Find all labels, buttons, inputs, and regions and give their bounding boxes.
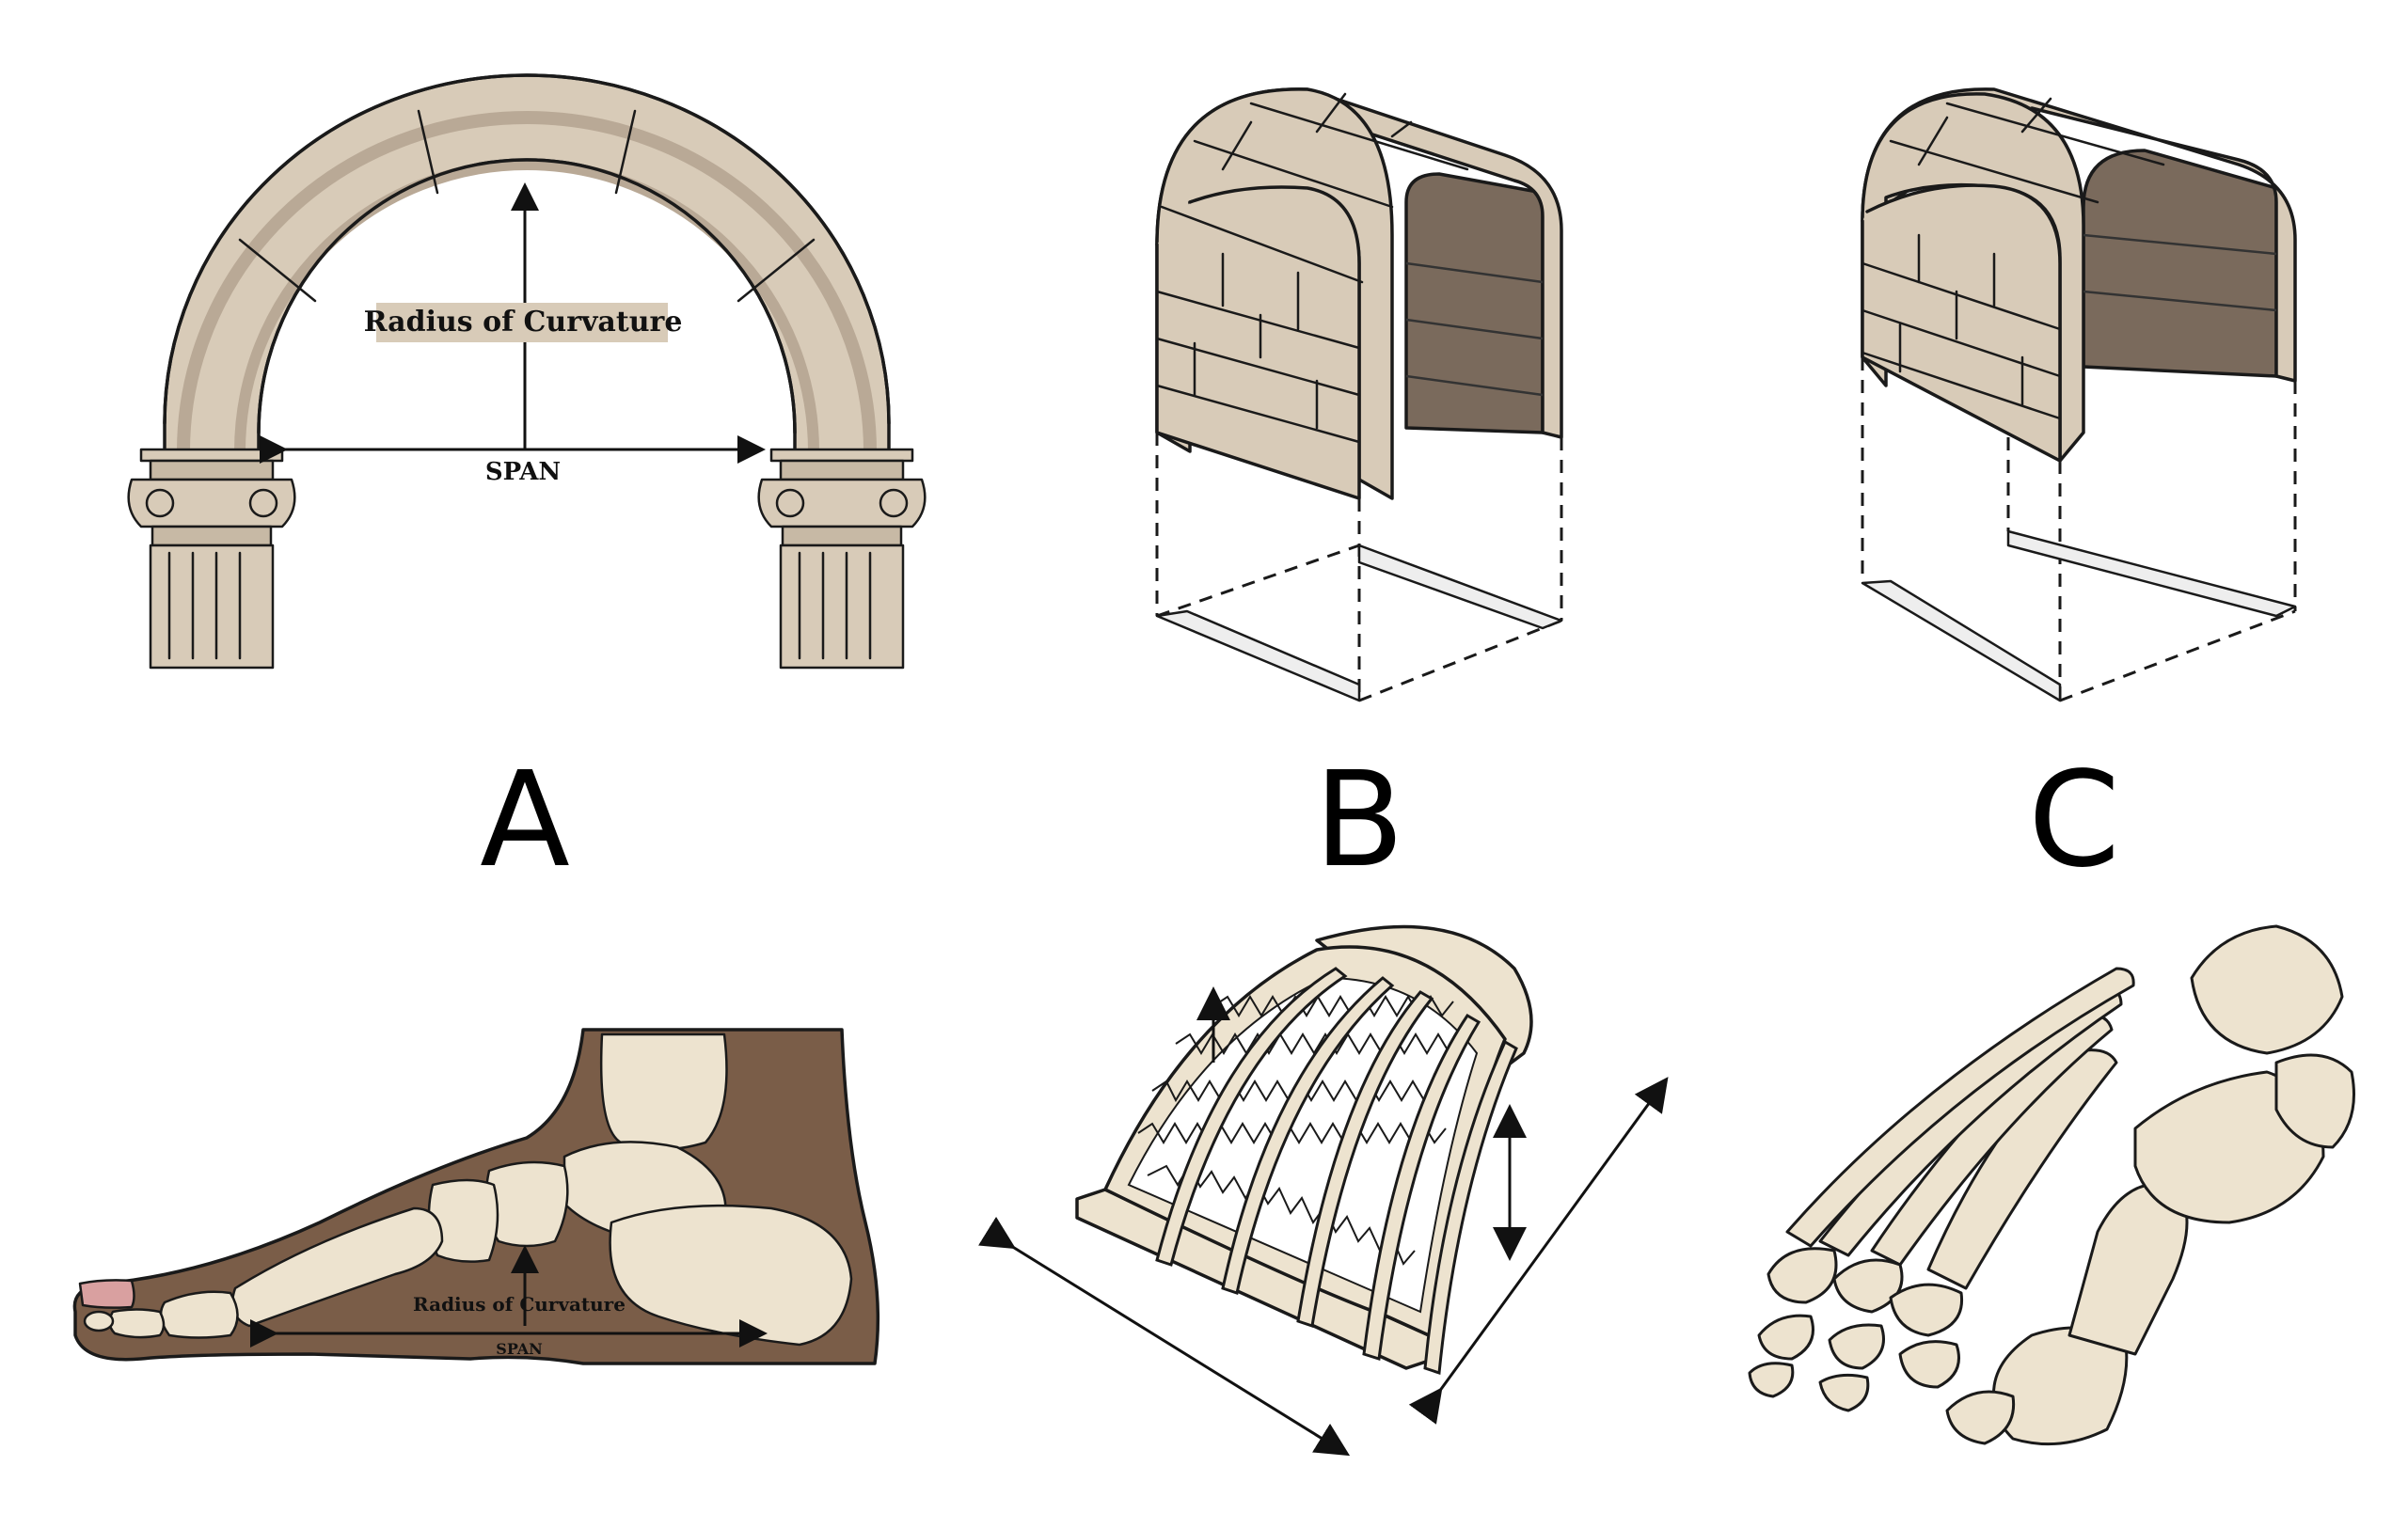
panel-letter-c: C [2028,744,2120,897]
barrel-vault-c [1861,87,2297,702]
arch-span-label: SPAN [485,458,561,486]
diagonal-arrow-left [978,1216,1351,1457]
stone-arch-diagram: Radius of Curvature SPAN [127,73,927,670]
arch-ring [163,73,891,453]
foot-skeleton-top-view [1748,924,2355,1446]
panel-letter-a: A [480,744,570,897]
foot-lateral-diagram: Radius of Curvature SPAN [72,1028,880,1365]
diagonal-arrow-right [1408,1077,1669,1425]
arch-radius-label: Radius of Curvature [364,306,683,339]
panel-letter-b: B [1314,744,1404,897]
left-ionic-column [127,448,296,670]
spring-arch-model [978,924,1669,1457]
right-ionic-column [757,448,927,670]
barrel-vault-b [1155,87,1563,702]
foot-span-label: SPAN [496,1340,542,1358]
toenail [78,1279,135,1309]
foot-radius-label: Radius of Curvature [413,1293,626,1316]
